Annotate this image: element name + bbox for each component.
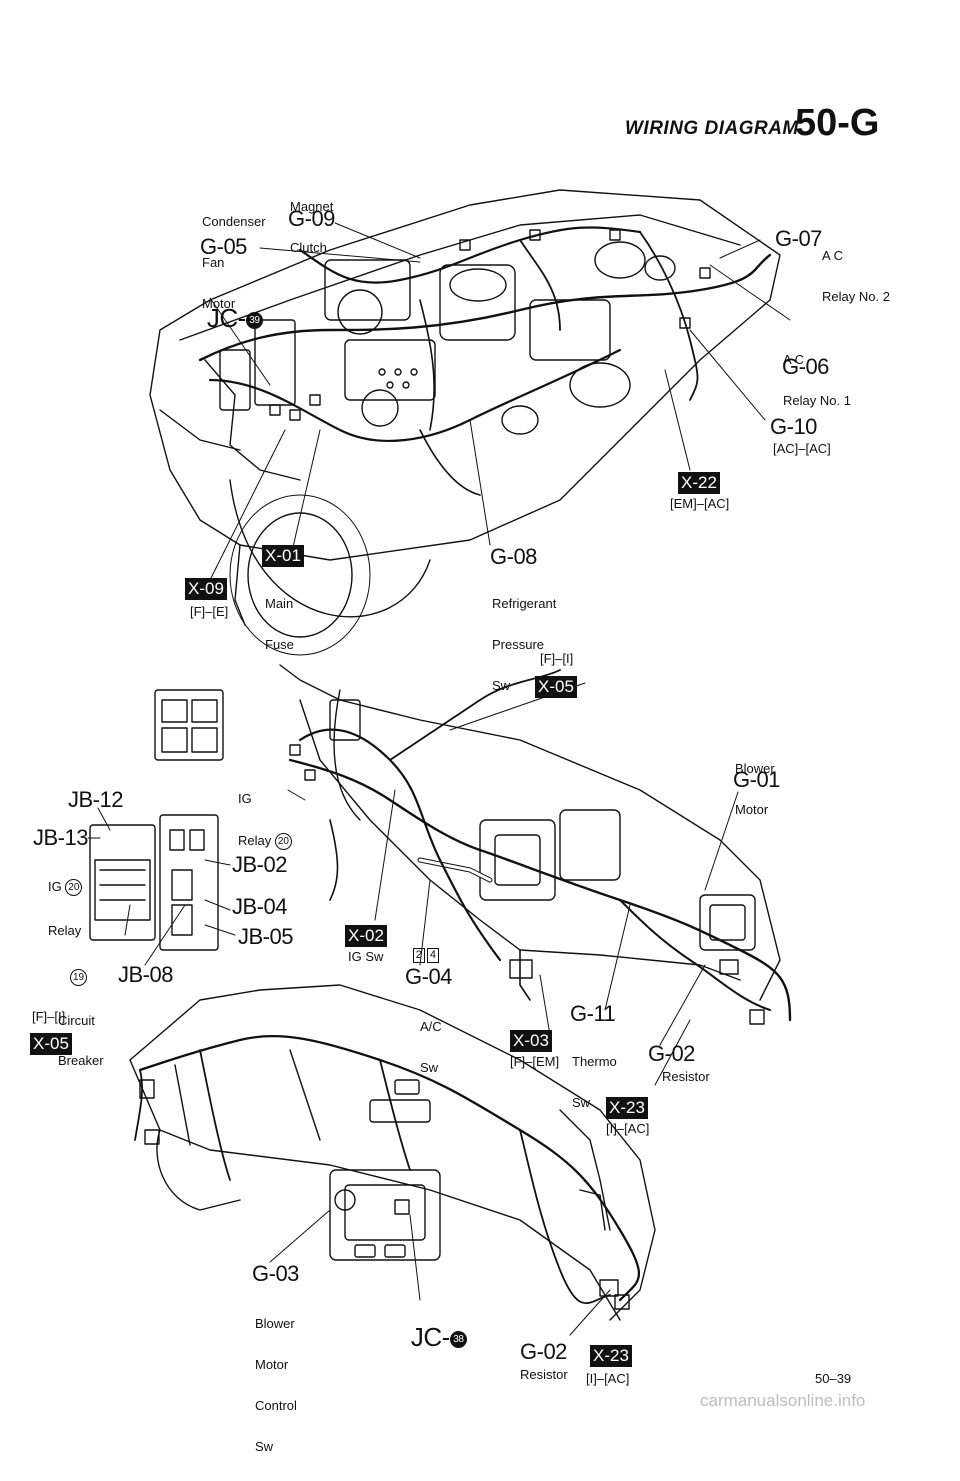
- main-fuse-label: Main Fuse: [265, 596, 294, 653]
- magnet-clutch-label: Magnet Clutch: [290, 199, 334, 256]
- ac-relay-1-label: A C Relay No. 1: [783, 352, 851, 409]
- engine-bay-drawing: [149, 189, 781, 656]
- ig-relay-left-label: IG 20 Relay: [48, 879, 83, 938]
- watermark: carmanualsonline.info: [700, 1391, 866, 1410]
- x05-top-connector-badge: X-05: [535, 676, 577, 698]
- x05-left-sub: [F]–[I]: [32, 1009, 66, 1024]
- blower-motor-control-sw-label: Blower Motor Control Sw: [255, 1316, 297, 1455]
- resistor-upper-label: Resistor: [662, 1069, 710, 1084]
- ac-relay-2-code: G-07: [775, 226, 822, 251]
- wiring-illustration: [87, 189, 792, 1336]
- jc38-number-badge: 38: [449, 1330, 467, 1348]
- diagram-title: WIRING DIAGRAM: [625, 118, 799, 139]
- panel-leader-lines: [269, 1209, 611, 1336]
- x03-connector-badge: X-03: [510, 1030, 552, 1052]
- page-number: 50–39: [815, 1371, 852, 1386]
- ac-relay-2-label: A C Relay No. 2: [822, 248, 890, 305]
- g10-code: G-10: [770, 414, 817, 439]
- x09-connector-badge: X-09: [185, 578, 227, 600]
- jb04-label: JB-04: [232, 894, 287, 919]
- jb05-label: JB-05: [238, 924, 293, 949]
- condenser-fan-motor-code: G-05: [200, 234, 247, 259]
- x05-top-sub: [F]–[I]: [540, 651, 574, 666]
- joint-connector-39: JC-39: [180, 278, 263, 360]
- wiring-diagram-page: WIRING DIAGRAM 50-G Condenser Fan Motor …: [30, 102, 890, 1453]
- x23-lower-sub: [I]–[AC]: [586, 1371, 630, 1386]
- diagram-code: 50-G: [795, 102, 880, 144]
- engine-leader-lines: [209, 222, 791, 581]
- blower-motor-code: G-01: [733, 767, 780, 792]
- jb13-label: JB-13: [33, 825, 88, 850]
- ig-relay-top-label: IG Relay 20: [238, 765, 292, 877]
- resistor-lower-label: Resistor: [520, 1367, 568, 1382]
- jc39-number-badge: 39: [245, 311, 263, 329]
- refrigerant-pressure-sw-code: G-08: [490, 544, 537, 569]
- ig-relay-top-number-badge: 20: [274, 833, 292, 851]
- x05-left-connector-badge: X-05: [30, 1033, 72, 1055]
- blower-motor-control-sw-code: G-03: [252, 1261, 299, 1286]
- magnet-clutch-code: G-09: [288, 206, 335, 231]
- x03-sub: [F]–[EM]: [510, 1054, 560, 1069]
- jb12-label: JB-12: [68, 787, 123, 812]
- condenser-fan-motor-label: Condenser Fan Motor: [202, 214, 266, 312]
- x02-connector-badge: X-02: [345, 925, 387, 947]
- x23-upper-sub: [I]–[AC]: [606, 1121, 650, 1136]
- refrigerant-pressure-sw-label: Refrigerant Pressure Sw: [492, 596, 557, 694]
- x02-pin-2: 2: [412, 947, 425, 963]
- blower-motor-label: Blower Motor: [735, 761, 775, 818]
- x09-sub: [F]–[E]: [190, 604, 229, 619]
- x23-upper-connector-badge: X-23: [606, 1097, 648, 1119]
- x01-connector-badge: X-01: [262, 545, 304, 567]
- ac-relay-1-code: G-06: [782, 354, 829, 379]
- thermo-sw-label: Thermo Sw: [572, 1054, 617, 1111]
- x23-lower-connector-badge: X-23: [590, 1345, 632, 1367]
- x02-pin-4: 4: [426, 947, 440, 963]
- dash-leader-lines: [87, 682, 739, 1086]
- x22-connector-badge: X-22: [678, 472, 720, 494]
- jb08-label: JB-08: [118, 962, 173, 987]
- ac-sw-code: G-04: [405, 964, 452, 989]
- g10-sub: [AC]–[AC]: [773, 441, 831, 456]
- thermo-sw-code: G-11: [570, 1001, 616, 1026]
- resistor-upper-code: G-02: [648, 1041, 695, 1066]
- ac-sw-label: A/C Sw: [420, 1019, 442, 1076]
- resistor-lower-code: G-02: [520, 1339, 567, 1364]
- circuit-breaker-label: 19 Circuit Breaker: [58, 942, 104, 1095]
- x22-sub: [EM]–[AC]: [670, 496, 730, 511]
- circuit-breaker-number-badge: 19: [70, 969, 87, 987]
- ig-sw-label: IG Sw: [348, 949, 384, 964]
- ig-relay-left-number-badge: 20: [65, 879, 83, 897]
- instrument-panel-drawing: [129, 984, 656, 1321]
- jb02-label: JB-02: [232, 852, 287, 877]
- joint-connector-38: JC-38: [384, 1297, 467, 1379]
